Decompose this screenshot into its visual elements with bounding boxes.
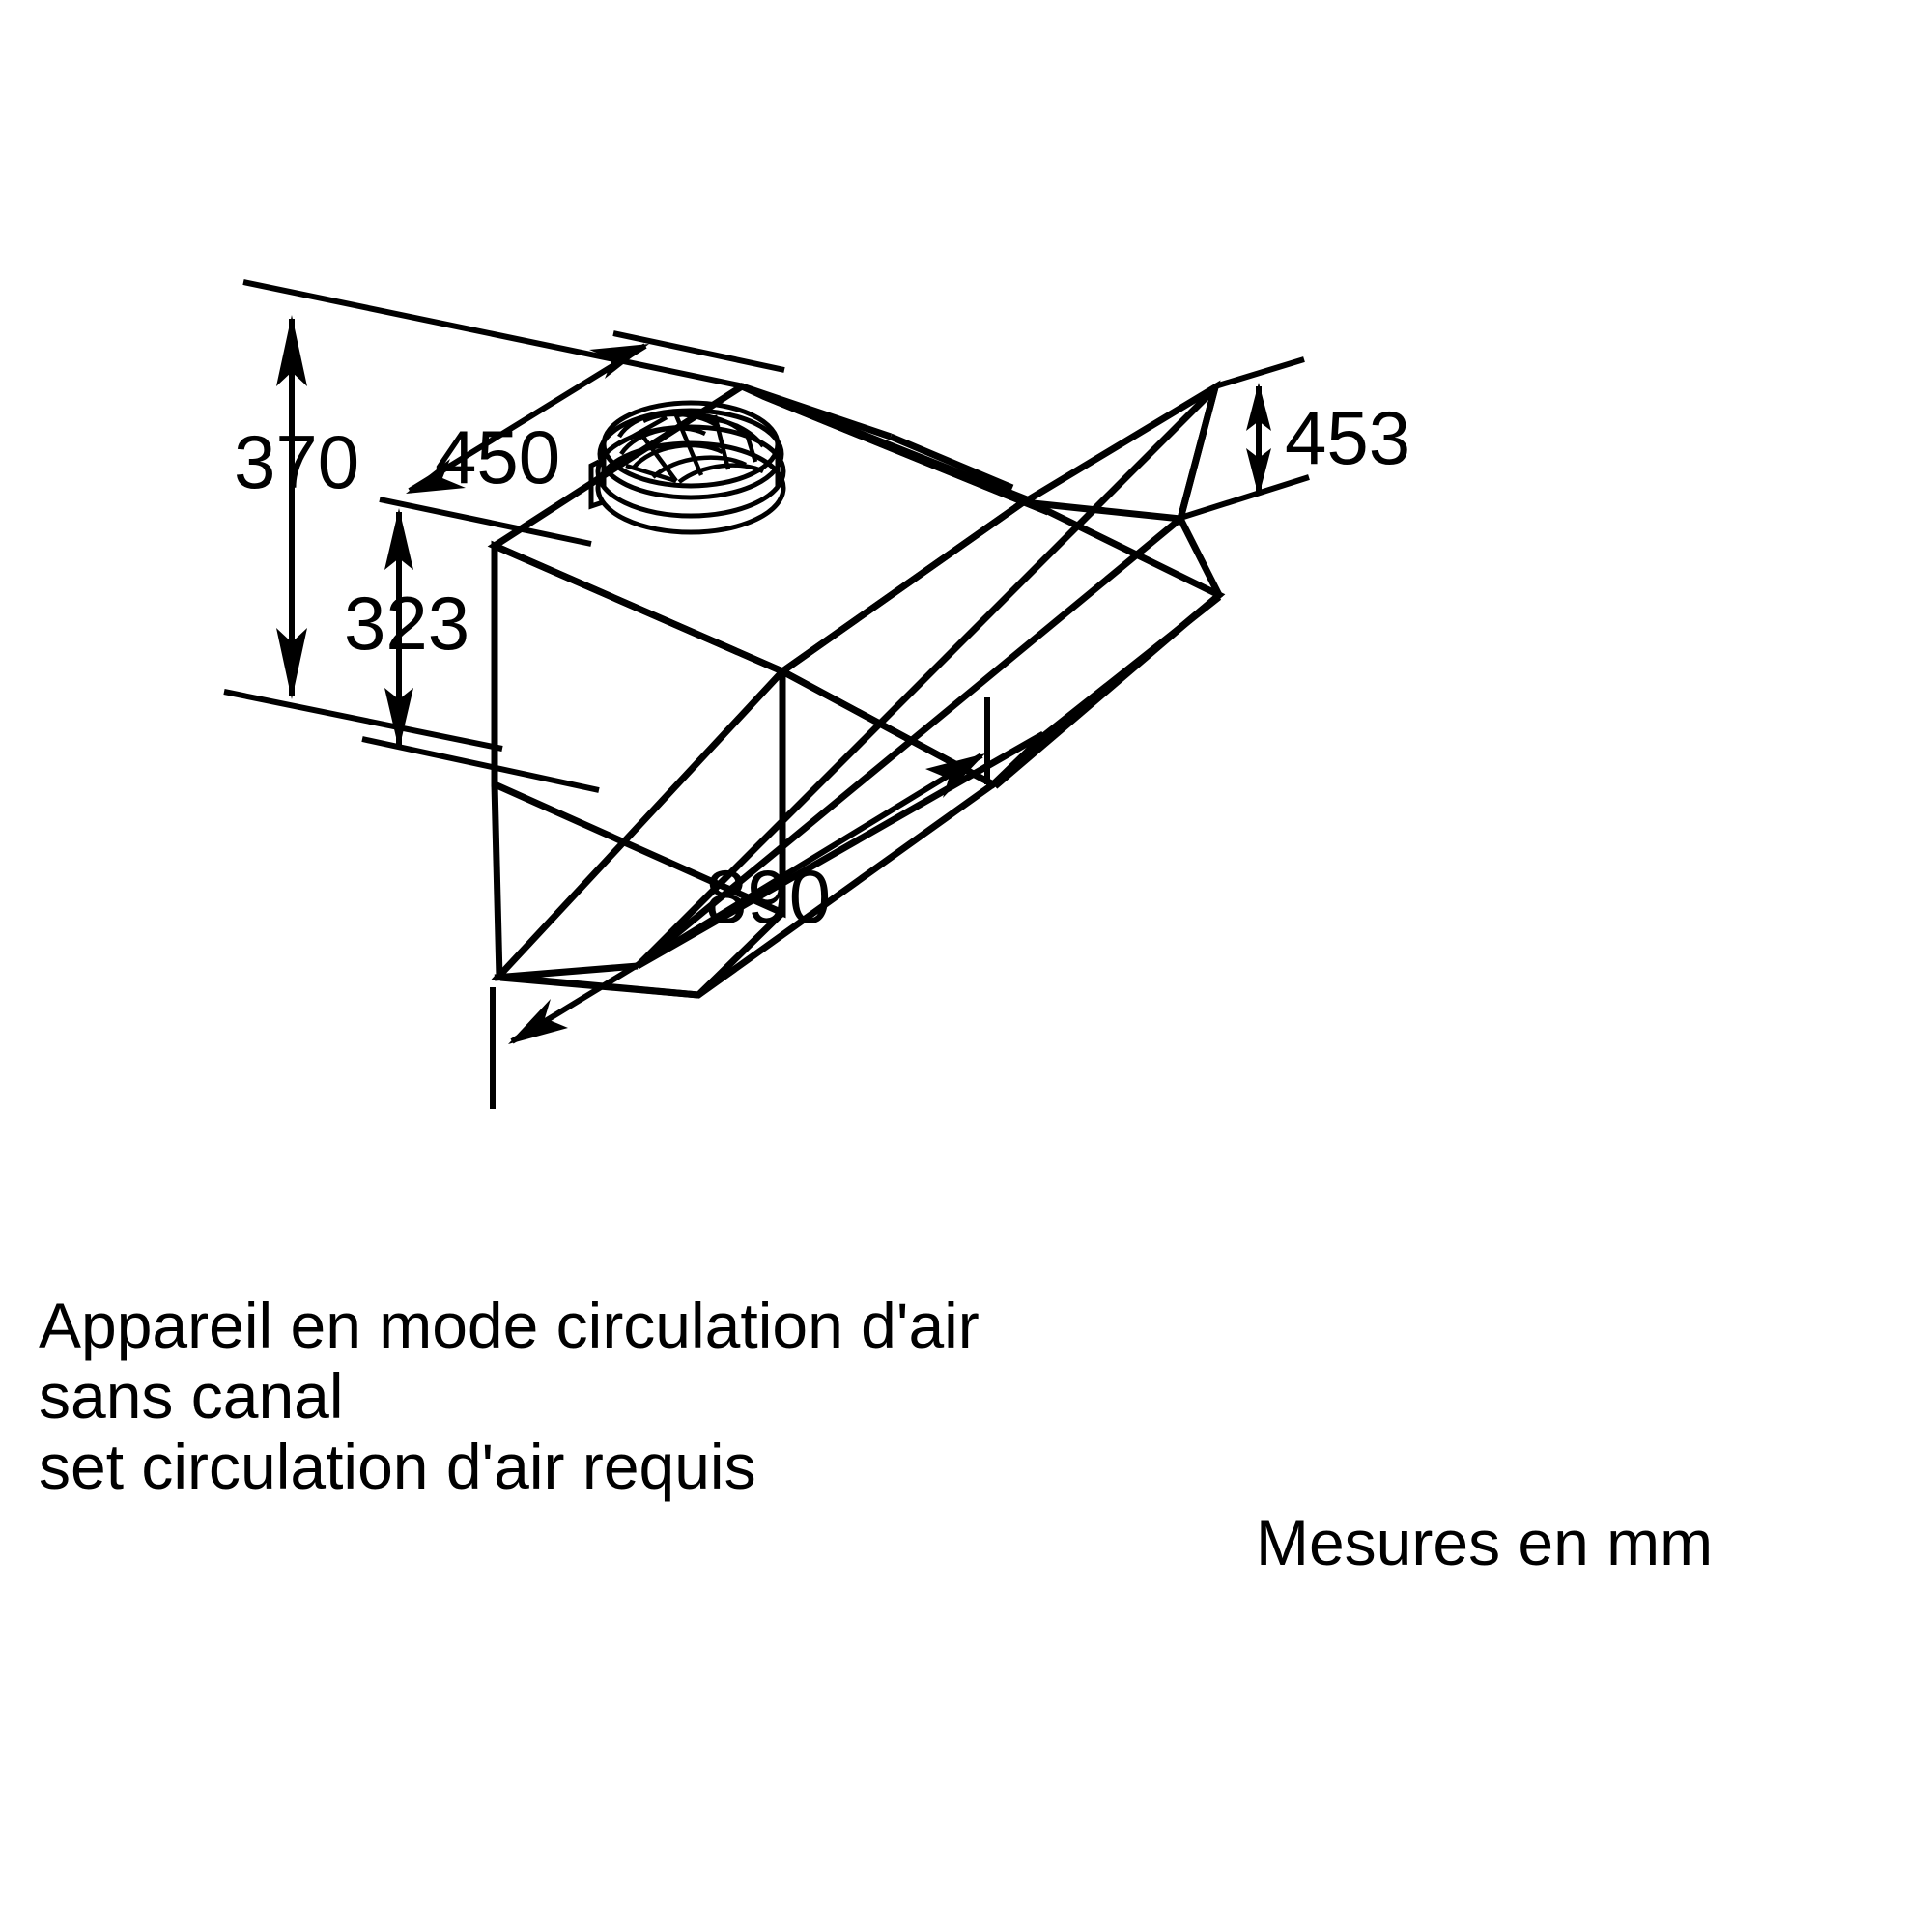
grille-rib-6 xyxy=(625,463,677,484)
caption-block: Appareil en mode circulation d'air sans … xyxy=(39,1290,980,1502)
grille-rib-4 xyxy=(743,430,758,463)
canopy-lower-outer-edge xyxy=(636,730,1045,970)
ext-line-370-top xyxy=(242,279,745,389)
grille-vane-8 xyxy=(704,416,765,448)
grille-vane-3 xyxy=(631,442,724,470)
canopy-outer-lower-slope xyxy=(635,516,1183,969)
ext-line-450-top xyxy=(612,330,785,373)
dimension-323: 323 xyxy=(344,508,469,750)
arrowhead-323-down xyxy=(384,688,413,750)
canopy-outer-upper-slope xyxy=(635,385,1218,969)
ext-line-323-bottom xyxy=(361,736,600,793)
outlet-ring-upper xyxy=(597,408,784,500)
caption-line-1: Appareil en mode circulation d'air xyxy=(39,1290,980,1361)
dim-label-323: 323 xyxy=(344,581,469,666)
dim-line-890 xyxy=(510,753,983,1044)
arrowhead-450-up xyxy=(589,344,649,379)
grille-rib-5 xyxy=(616,415,668,446)
canopy-wedge-edge-right xyxy=(1177,517,1223,597)
air-outlet-assembly xyxy=(588,400,786,535)
canopy-wedge-edge-top xyxy=(1177,386,1219,520)
arrowhead-453-up xyxy=(1246,383,1271,431)
grille-vane-2 xyxy=(619,426,707,456)
grille-vane-4 xyxy=(651,455,747,479)
dim-label-890: 890 xyxy=(705,854,831,939)
outlet-grille xyxy=(616,410,765,484)
units-note: Mesures en mm xyxy=(1256,1507,1713,1578)
canopy-lower-left-corner xyxy=(696,910,785,998)
ext-line-370-bottom xyxy=(223,689,503,752)
arrowhead-323-up xyxy=(384,508,413,570)
arrowhead-370-up xyxy=(276,315,307,386)
dim-label-453: 453 xyxy=(1285,395,1410,480)
dim-label-370: 370 xyxy=(234,419,359,504)
arrowhead-453-down xyxy=(1246,448,1271,497)
caption-line-2: sans canal xyxy=(39,1360,344,1432)
dimension-370: 370 xyxy=(234,315,359,699)
arrowhead-370-down xyxy=(276,628,307,699)
grille-rib-1 xyxy=(638,430,678,483)
dimension-453: 453 xyxy=(1246,383,1410,497)
outlet-ring-middle xyxy=(595,424,786,519)
canopy-band-inner-crease xyxy=(761,392,1050,516)
ext-line-450-bottom xyxy=(379,497,592,547)
housing-front-left-edge xyxy=(491,783,503,979)
dim-label-450: 450 xyxy=(435,414,560,499)
canopy-far-tip xyxy=(494,962,639,981)
ext-line-453-top xyxy=(1214,356,1305,389)
canopy-bottom-chamfer xyxy=(990,594,1222,787)
grille-rib-2 xyxy=(673,414,704,476)
arrowhead-890-right xyxy=(925,753,985,798)
ext-line-453-bottom xyxy=(1179,474,1310,521)
dimension-890: 890 xyxy=(508,753,985,1044)
grille-vane-5 xyxy=(677,463,765,484)
hood-geometry xyxy=(487,380,1226,999)
arrowhead-890-left xyxy=(508,999,568,1044)
housing-top-face xyxy=(487,383,1034,675)
canopy-band-edge xyxy=(889,433,1014,492)
caption-line-3: set circulation d'air requis xyxy=(39,1431,756,1502)
outlet-clip-tab xyxy=(588,459,604,510)
arrowhead-450-down xyxy=(406,459,466,494)
dim-line-450 xyxy=(408,343,647,494)
dimension-450: 450 xyxy=(406,343,649,499)
grille-rib-3 xyxy=(712,414,731,470)
extension-lines xyxy=(223,279,1310,1109)
